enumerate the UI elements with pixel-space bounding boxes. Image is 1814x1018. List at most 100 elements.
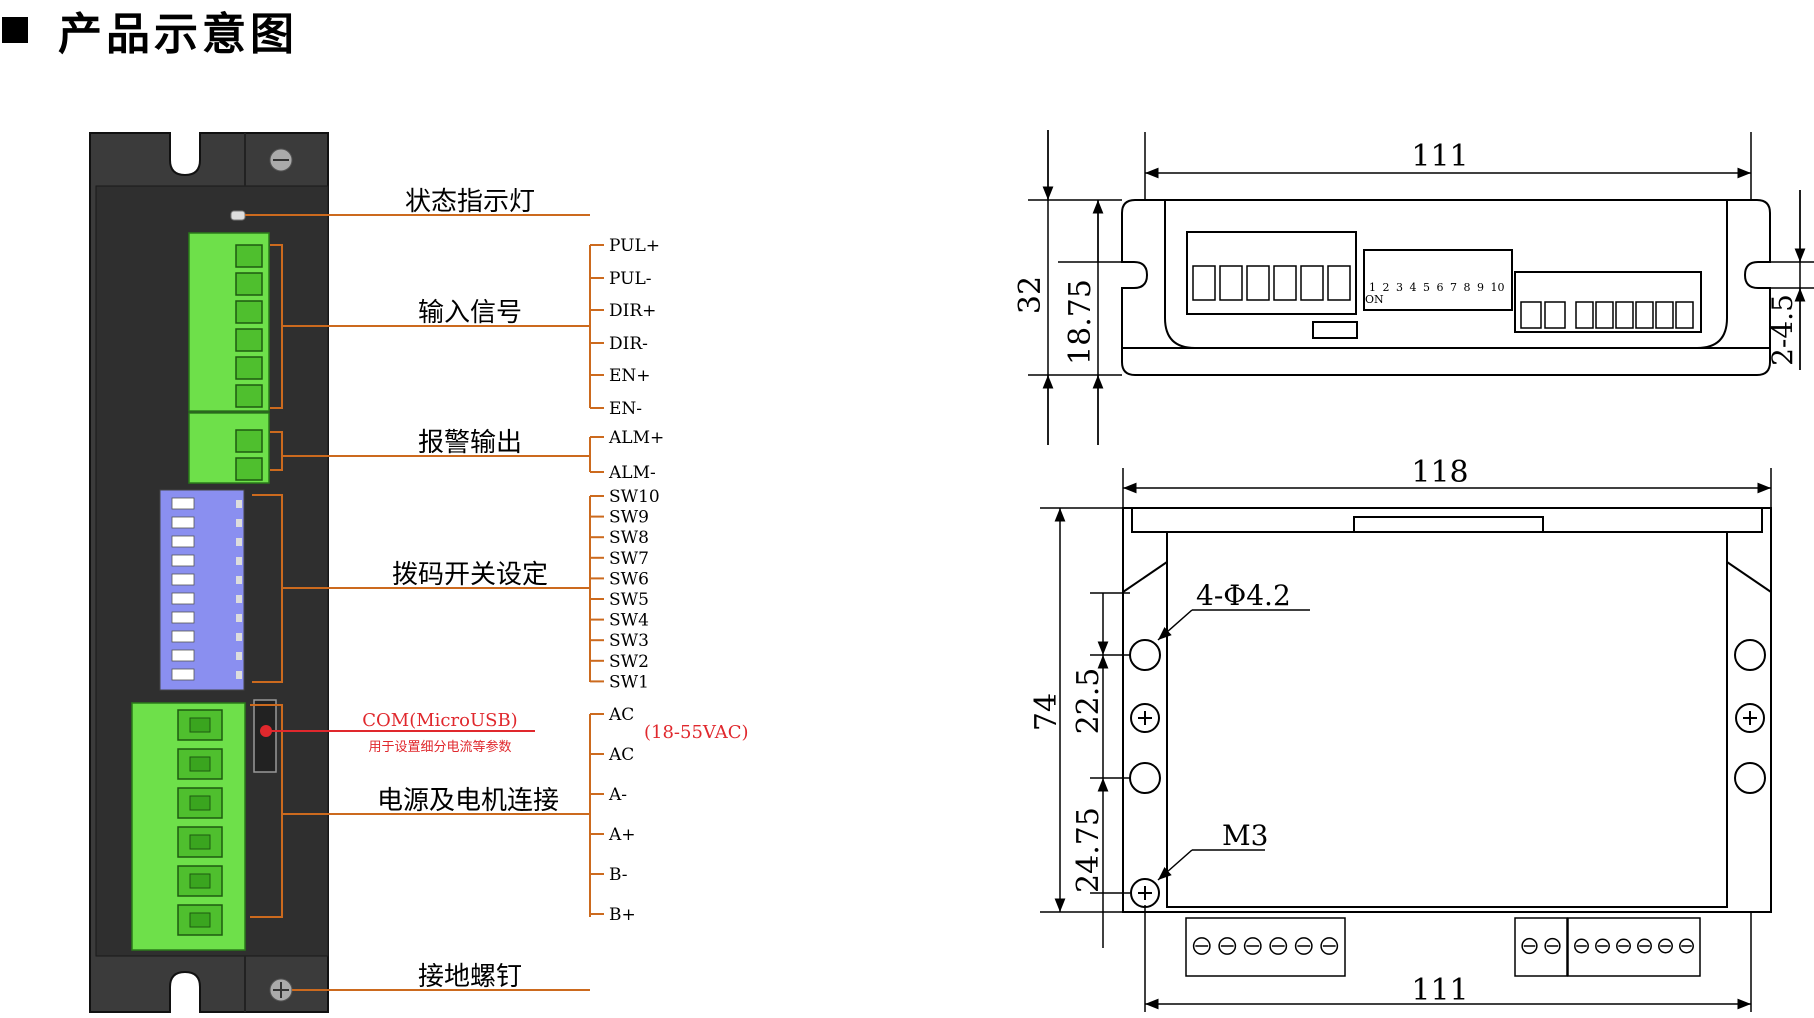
pin-label: A+: [608, 825, 636, 845]
bottom-terminal-block: [1514, 917, 1568, 977]
ground-screw-icon: [269, 978, 293, 1002]
power-terminal-screw: [189, 873, 211, 889]
page-title: 产品示意图: [58, 9, 298, 60]
top-input-pin: [1219, 265, 1243, 301]
top-dimension-lines: [1028, 130, 1814, 445]
power-terminal-screw: [189, 795, 211, 811]
bottom-terminal-screw: [1574, 938, 1589, 954]
top-dip-number: 8: [1464, 281, 1471, 294]
label-voltage: (18-55VAC): [644, 722, 748, 743]
top-input-pin: [1192, 265, 1216, 301]
pin-label: AC: [608, 745, 634, 765]
input-terminal-slot: [235, 356, 263, 380]
bottom-terminal-screw: [1243, 937, 1262, 955]
alarm-terminal-slot: [235, 457, 263, 481]
top-power-pin: [1595, 301, 1614, 329]
dim-bottom-width: 111: [1411, 973, 1468, 1008]
bottom-terminal-screw: [1637, 938, 1652, 954]
dim-height-total: 32: [1013, 276, 1048, 314]
pin-label: SW7: [609, 549, 649, 569]
bottom-terminal-screw: [1218, 937, 1237, 955]
pin-label: ALM-: [608, 463, 656, 483]
dim-22-5: 22.5: [1071, 668, 1106, 735]
label-com-desc: 用于设置细分电流等参数: [368, 739, 511, 755]
input-terminal-slot: [235, 300, 263, 324]
bottom-terminal-screw: [1521, 937, 1538, 955]
power-terminal-screw: [189, 717, 211, 733]
top-input-pin: [1327, 265, 1351, 301]
pin-label: EN-: [609, 399, 642, 419]
label-ground-screw: 接地螺钉: [418, 962, 522, 992]
top-dip-number: 3: [1396, 281, 1403, 294]
dim-height-inner: 18.75: [1063, 279, 1098, 365]
dip-marker: [236, 671, 242, 679]
bottom-terminal-block: [1185, 917, 1346, 977]
top-alarm-pin: [1520, 301, 1542, 329]
dim-bottom-outer-width: 118: [1411, 455, 1468, 490]
top-dip-number: 6: [1437, 281, 1444, 294]
pin-label: EN+: [609, 366, 651, 386]
pin-label: B-: [609, 865, 628, 885]
dip-switch-toggle[interactable]: [171, 630, 195, 643]
dip-switch-toggle[interactable]: [171, 649, 195, 662]
label-com-title: COM(MicroUSB): [362, 710, 517, 731]
bottom-terminal-screw: [1192, 937, 1211, 955]
bottom-terminal-screw: [1595, 938, 1610, 954]
top-alarm-pin: [1544, 301, 1566, 329]
power-terminal-screw: [189, 912, 211, 928]
pin-label: SW6: [609, 569, 649, 589]
dip-switch-toggle[interactable]: [171, 516, 195, 529]
pin-label: SW10: [609, 487, 660, 507]
top-dip-on-label: ON: [1365, 293, 1384, 306]
top-power-pin: [1575, 301, 1594, 329]
dim-24-75: 24.75: [1071, 807, 1106, 893]
status-led: [230, 210, 246, 221]
top-side-view: [1121, 199, 1771, 376]
top-power-pin: [1655, 301, 1674, 329]
label-status-led: 状态指示灯: [405, 187, 535, 217]
dim-top-width: 111: [1411, 139, 1468, 174]
dip-marker: [236, 633, 242, 641]
pin-label: B+: [609, 905, 636, 925]
power-terminal-screw: [189, 756, 211, 772]
alarm-terminal-slot: [235, 429, 263, 453]
dip-switch-toggle[interactable]: [171, 668, 195, 681]
bottom-terminal-screw: [1658, 938, 1673, 954]
input-terminal-slot: [235, 244, 263, 268]
input-terminal-slot: [235, 272, 263, 296]
screw-top-icon: [269, 148, 293, 172]
top-dip-number: 7: [1450, 281, 1457, 294]
dip-marker: [236, 595, 242, 603]
header-bullet-icon: [2, 17, 28, 43]
pin-label: SW1: [609, 672, 649, 692]
power-terminal-slot: [177, 787, 223, 819]
dip-switch-toggle[interactable]: [171, 611, 195, 624]
pin-label: SW4: [609, 611, 649, 631]
dim-screw-label: M3: [1222, 819, 1268, 852]
top-dip-number: 10: [1491, 281, 1505, 294]
pin-label: SW9: [609, 508, 649, 528]
label-alarm-output: 报警输出: [418, 428, 522, 458]
leader-lines: [245, 214, 604, 991]
driver-front-view: [89, 132, 329, 1013]
dip-marker: [236, 538, 242, 546]
top-power-pin: [1615, 301, 1634, 329]
dip-switch-toggle[interactable]: [171, 592, 195, 605]
power-terminal-slot: [177, 826, 223, 858]
dip-marker: [236, 519, 242, 527]
dip-switch-toggle[interactable]: [171, 573, 195, 586]
pin-label: SW3: [609, 631, 649, 651]
dip-marker: [236, 557, 242, 565]
pin-label: PUL+: [609, 236, 660, 256]
dip-switch-toggle[interactable]: [171, 497, 195, 510]
bottom-terminal-screw: [1269, 937, 1288, 955]
pin-label: DIR-: [609, 334, 648, 354]
pin-label: SW2: [609, 652, 649, 672]
dim-hole-label: 4-Φ4.2: [1196, 579, 1291, 612]
dip-switch-toggle[interactable]: [171, 535, 195, 548]
top-input-pin: [1273, 265, 1297, 301]
top-dip-number: 1: [1369, 281, 1376, 294]
input-terminal-slot: [235, 384, 263, 408]
section-header: 产品示意图: [0, 0, 298, 60]
dip-switch-toggle[interactable]: [171, 554, 195, 567]
